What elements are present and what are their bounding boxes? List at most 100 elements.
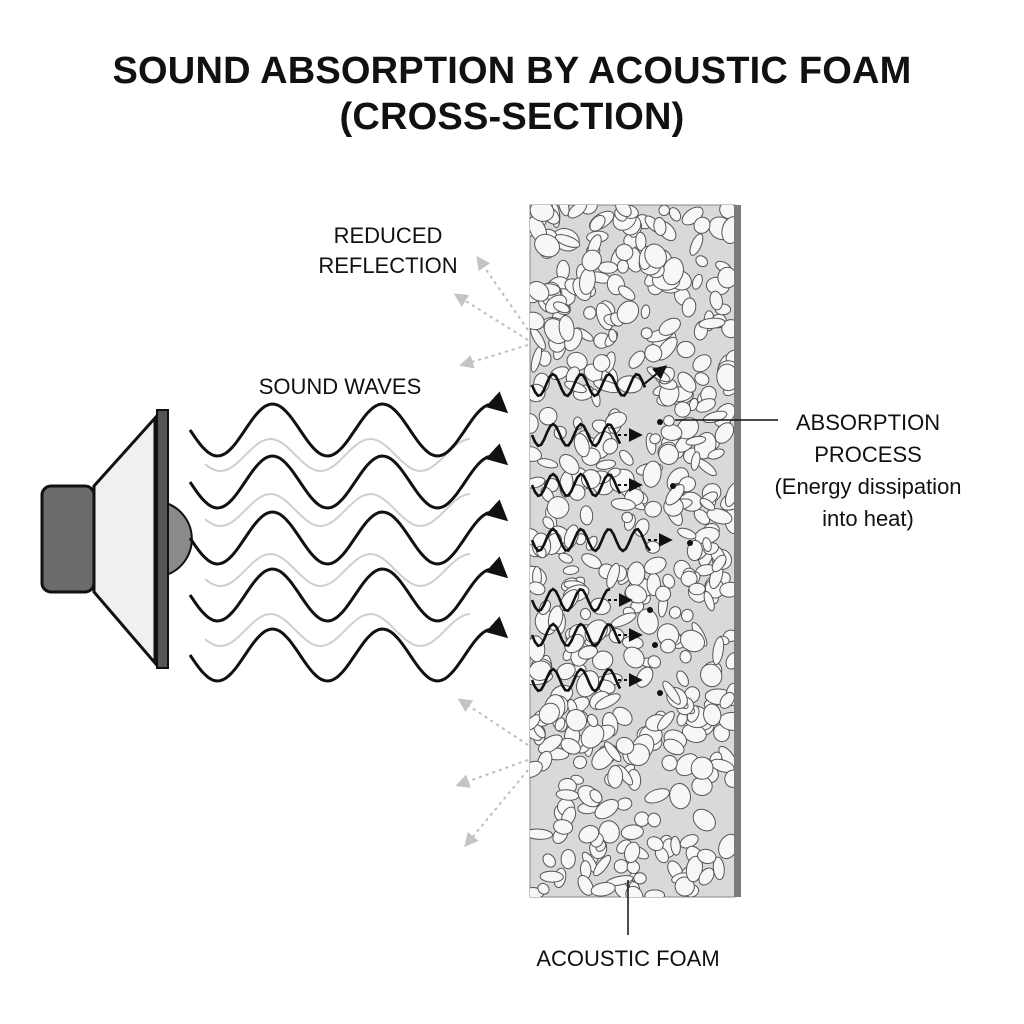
sound-wave xyxy=(188,391,509,458)
foam-cell xyxy=(564,633,585,654)
foam-cell xyxy=(542,853,556,868)
reflection-arrow xyxy=(459,344,529,369)
foam-cell xyxy=(714,422,735,444)
foam-cell xyxy=(546,496,570,519)
absorbed-wave xyxy=(530,622,622,648)
foam-cell xyxy=(674,401,691,418)
foam-cell xyxy=(700,663,723,688)
foam-cell xyxy=(623,646,645,669)
foam-cell xyxy=(677,371,697,393)
foam-cell xyxy=(643,556,667,575)
reflection-arrow xyxy=(455,759,529,788)
sound-wave xyxy=(188,443,509,510)
foam-cell xyxy=(658,205,670,217)
foam-cell xyxy=(552,301,570,314)
sound-wave xyxy=(188,556,509,623)
foam-cell xyxy=(655,585,672,602)
foam-cell xyxy=(620,824,644,840)
foam-cell xyxy=(539,870,564,883)
foam-cell xyxy=(692,808,716,832)
label-absorption-1: ABSORPTION xyxy=(796,410,940,435)
heat-dot xyxy=(652,642,658,648)
foam-cell xyxy=(658,443,679,465)
foam-cell xyxy=(593,379,621,394)
foam-cell xyxy=(606,562,620,589)
foam-cell xyxy=(530,413,539,434)
absorbed-wave xyxy=(530,667,622,693)
foam-cell xyxy=(564,380,587,394)
label-absorption-2: PROCESS xyxy=(814,442,922,467)
foam-cell xyxy=(677,527,697,540)
sound-waves xyxy=(188,391,509,683)
foam-cell xyxy=(534,233,561,258)
heat-dot xyxy=(657,419,663,425)
foam-cell xyxy=(553,819,574,835)
heat-dot xyxy=(670,483,676,489)
foam-cell xyxy=(618,285,636,301)
foam-cell xyxy=(625,885,644,897)
reflection-arrows xyxy=(453,255,529,848)
foam-cell xyxy=(538,599,552,616)
foam-cell xyxy=(690,756,714,780)
foam-cell xyxy=(573,755,587,770)
foam-cell xyxy=(679,650,692,664)
foam-cell xyxy=(717,266,735,289)
foam-cell xyxy=(647,655,662,669)
foam-cell xyxy=(703,703,722,727)
foam-cell xyxy=(530,760,543,778)
foam-cell xyxy=(725,652,735,670)
foam-cell xyxy=(709,290,723,311)
foam-cell xyxy=(589,214,606,232)
foam-backing xyxy=(734,205,741,897)
foam-cell xyxy=(721,216,735,244)
foam-cell xyxy=(579,607,592,621)
foam-cell xyxy=(530,205,555,222)
foam-cell xyxy=(711,554,727,573)
foam-cell xyxy=(695,255,708,268)
sound-wave xyxy=(188,616,509,683)
foam-cell xyxy=(581,553,602,569)
foam-cell xyxy=(594,798,619,820)
foam-cell xyxy=(724,482,735,508)
foam-cell xyxy=(699,497,716,511)
foam-cell xyxy=(698,867,715,886)
ghost-wave xyxy=(204,552,471,588)
foam-cell xyxy=(590,882,616,897)
reflection-arrow xyxy=(453,293,529,341)
foam-cell xyxy=(668,207,682,222)
label-reduced-reflection-2: REFLECTION xyxy=(318,253,457,278)
foam-cell xyxy=(712,856,725,881)
foam-cell xyxy=(676,340,696,359)
foam-cell xyxy=(607,765,624,789)
foam-cell xyxy=(680,608,694,623)
reflection-arrow xyxy=(476,255,529,331)
foam-cell xyxy=(665,483,685,506)
foam-cell xyxy=(628,350,646,369)
label-sound-waves: SOUND WAVES xyxy=(259,374,422,399)
foam-cell xyxy=(689,233,704,256)
foam-cell xyxy=(637,608,659,635)
foam-cell xyxy=(594,693,621,710)
foam-cell xyxy=(602,438,619,455)
diagram-title: SOUND ABSORPTION BY ACOUSTIC FOAM (CROSS… xyxy=(0,48,1024,140)
ghost-wave xyxy=(204,612,471,648)
foam-cell xyxy=(718,833,735,860)
foam-cell xyxy=(688,582,706,596)
absorbed-wave xyxy=(530,472,622,498)
ghost-wave xyxy=(204,492,471,528)
foam-cell xyxy=(712,636,725,666)
foam-cell xyxy=(578,825,600,844)
foam-cell xyxy=(644,500,662,518)
foam-cell xyxy=(560,737,581,755)
foam-cell xyxy=(653,217,667,236)
foam-cell xyxy=(663,415,675,427)
internal-waves xyxy=(530,365,693,696)
foam-cell xyxy=(538,702,560,725)
foam-cell xyxy=(697,848,717,865)
foam-cell xyxy=(644,788,670,804)
foam-cell xyxy=(695,398,716,413)
speaker-icon xyxy=(40,409,193,669)
foam-cell xyxy=(721,319,735,339)
foam-cell xyxy=(624,841,641,864)
foam-cell xyxy=(719,691,735,709)
